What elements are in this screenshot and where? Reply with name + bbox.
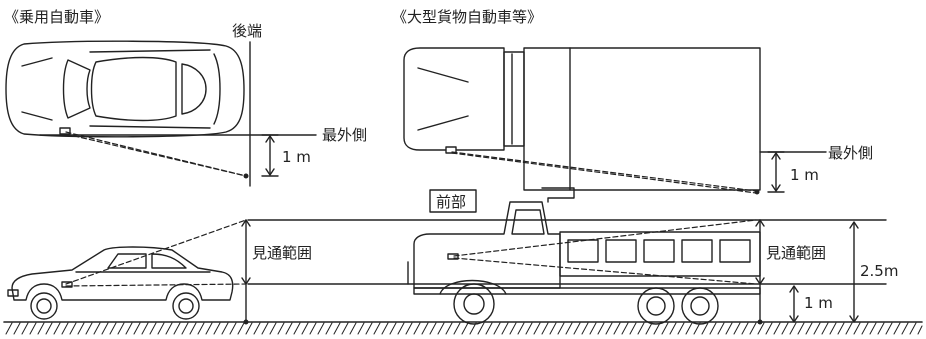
passenger-title: 《乗用自動車》	[4, 8, 109, 26]
car-front-bumper	[7, 289, 19, 297]
truck-title: 《大型貨物自動車等》	[392, 8, 542, 26]
passenger-target-point	[243, 173, 249, 179]
truck-view-range-arrows	[755, 219, 765, 285]
car-body-outline	[5, 40, 245, 138]
passenger-rear-end-label: 後端	[232, 22, 262, 40]
truck-cab-outline	[403, 47, 505, 151]
car-side-windows	[107, 253, 187, 269]
truck-bed-panel-5	[719, 239, 751, 263]
truck-target-point	[754, 189, 760, 195]
car-side-sight-lower	[65, 283, 247, 287]
truck-bed-panel-4	[681, 239, 713, 263]
truck-rear-wheel-1	[637, 287, 675, 325]
truck-rear-hub-2	[690, 296, 710, 316]
passenger-car-top-view	[5, 40, 245, 138]
car-ground-point	[243, 319, 249, 325]
truck-bed-panel-1	[567, 239, 599, 263]
truck-sight-line-1	[451, 151, 757, 192]
ground-1m-dimension	[789, 285, 799, 323]
car-trunk-line	[213, 53, 221, 125]
truck-top-view	[403, 47, 761, 191]
truck-windshield-line-1	[417, 67, 469, 83]
passenger-1m-dimension	[261, 134, 279, 177]
car-side-line-bottom	[89, 125, 211, 129]
car-rear-hub	[178, 298, 194, 314]
car-windshield	[62, 59, 91, 119]
truck-cab-window	[511, 209, 545, 235]
truck-front-wheel	[453, 283, 495, 325]
truck-cargo-bed	[523, 47, 761, 191]
ground-surface	[3, 319, 923, 335]
truck-bed-panel-2	[605, 239, 637, 263]
truck-side-sight-upper	[453, 219, 757, 257]
front-label-box	[429, 189, 477, 213]
truck-windshield-line-2	[417, 115, 469, 131]
truck-front-hub	[463, 293, 485, 315]
car-roof	[90, 56, 177, 122]
truck-front-fender	[439, 279, 507, 295]
truck-view-range-label: 見通範囲	[766, 244, 826, 262]
passenger-distance-label: 1 m	[282, 148, 311, 166]
car-front-wheel	[30, 292, 58, 320]
front-label: 前部	[436, 193, 466, 211]
truck-1m-dimension	[767, 151, 785, 193]
truck-mirror-top-view	[445, 146, 457, 154]
car-side-body	[11, 246, 234, 301]
truck-cab	[413, 201, 561, 289]
truck-exhaust	[541, 187, 575, 203]
truck-side-sight-lower	[453, 257, 757, 285]
car-side-sight-upper	[65, 219, 247, 285]
ground-height-label: 1 m	[804, 294, 833, 312]
truck-cab-back	[503, 51, 525, 147]
truck-chassis	[413, 287, 761, 295]
passenger-sight-line-2	[65, 133, 247, 177]
total-2-5m-dimension	[849, 221, 859, 323]
total-height-label: 2.5m	[860, 262, 898, 280]
truck-bed-panel-3	[643, 239, 675, 263]
car-front-hub	[36, 298, 52, 314]
truck-distance-label: 1 m	[790, 166, 819, 184]
truck-sight-line-2	[451, 152, 757, 194]
truck-side-mirror	[447, 253, 459, 260]
car-hood-line-2	[21, 111, 53, 121]
car-side-line-top	[89, 49, 211, 53]
car-rear-wheel	[172, 292, 200, 320]
car-mirror-top-view	[59, 127, 71, 135]
car-view-range-label: 見通範囲	[252, 244, 312, 262]
truck-ground-point	[757, 319, 763, 325]
passenger-outermost-label: 最外側	[322, 126, 367, 144]
truck-rear-hub-1	[646, 296, 666, 316]
car-hood-line-1	[21, 57, 53, 67]
passenger-car-side-view	[7, 246, 234, 320]
truck-side-view	[407, 187, 761, 325]
truck-outermost-label: 最外側	[828, 144, 873, 162]
car-rear-window	[181, 63, 207, 115]
car-side-mirror	[61, 281, 73, 288]
